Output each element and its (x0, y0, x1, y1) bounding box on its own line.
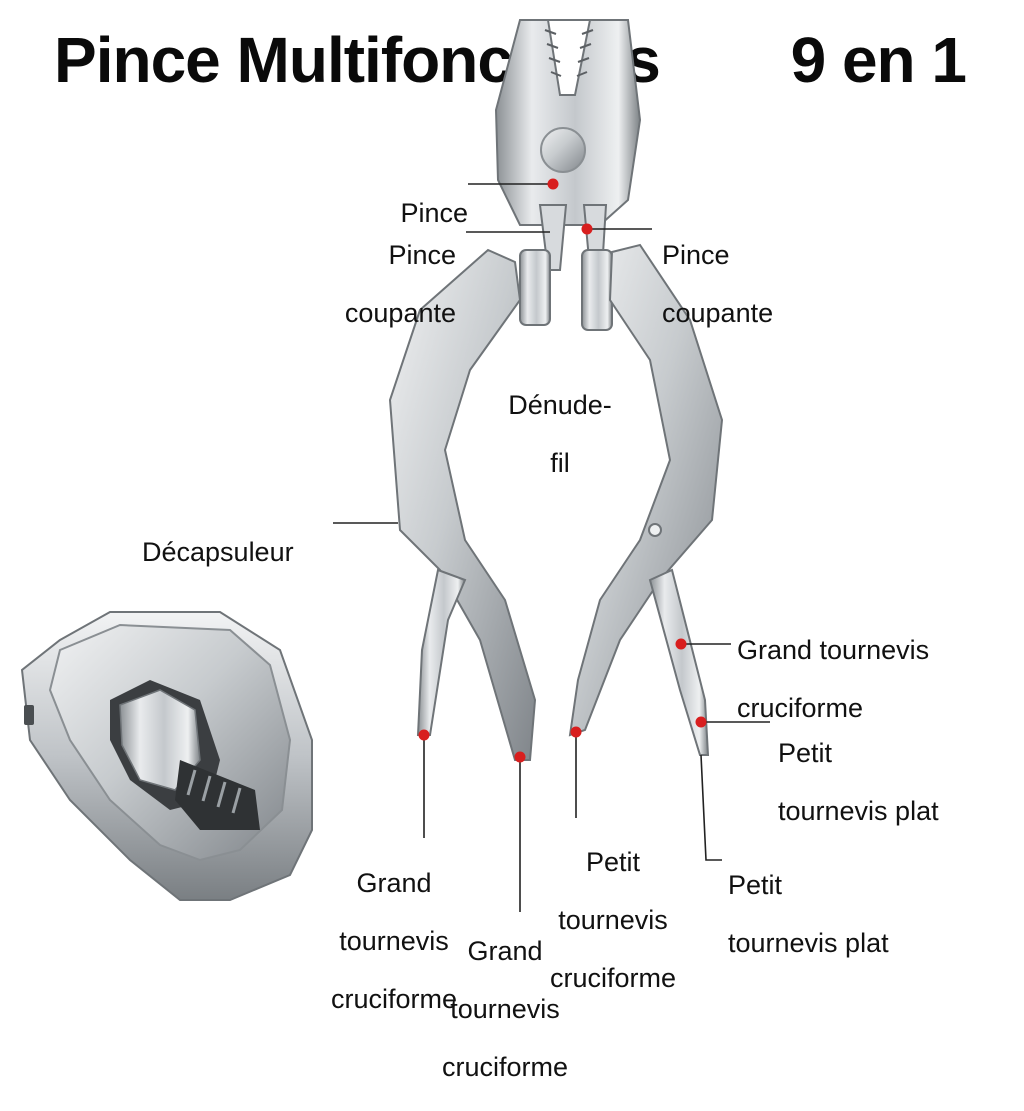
label-decapsuleur: Décapsuleur (142, 537, 294, 567)
label-petit-plat-bottom: Petit tournevis plat (728, 870, 889, 958)
label-pince-coupante-left: Pince coupante (344, 240, 456, 328)
folded-multitool (20, 611, 313, 901)
marker-pince-coupante (581, 223, 593, 235)
marker-grand-tournevis-1 (418, 729, 430, 741)
label-petit-plat-right: Petit tournevis plat (778, 738, 939, 826)
marker-grand-tournevis-2 (514, 751, 526, 763)
label-pince: Pince (400, 198, 468, 228)
label-pince-coupante-right: Pince coupante (662, 240, 774, 328)
multitool-illustration (20, 19, 770, 912)
marker-dots (418, 178, 707, 763)
marker-grand-tournevis-right (675, 638, 687, 650)
marker-pince (547, 178, 559, 190)
marker-petit-plat-right (695, 716, 707, 728)
leader-lines (333, 183, 770, 912)
tool-count-label: 9 en 1 (790, 24, 967, 96)
label-denude-fil: Dénude- fil (508, 390, 612, 478)
left-handle (388, 248, 537, 761)
marker-petit-cruciforme (570, 726, 582, 738)
label-grand-tournevis-right: Grand tournevis cruciforme (737, 635, 930, 723)
label-petit-cruciforme: Petit tournevis cruciforme (549, 847, 677, 993)
leader-petit-plat-bottom (700, 754, 722, 861)
plier-head (494, 19, 642, 331)
label-grand-tournevis-1: Grand tournevis cruciforme (330, 868, 458, 1014)
